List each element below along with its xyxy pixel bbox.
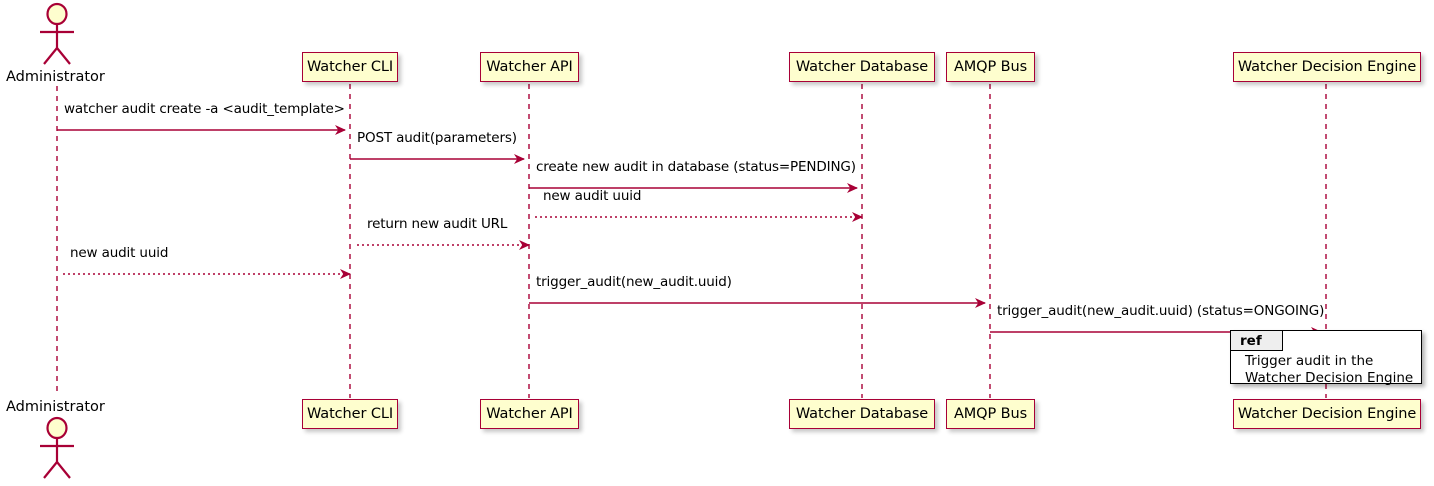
participant-watcher-api-top[interactable]: Watcher API: [480, 52, 579, 82]
actor-label-top: Administrator: [6, 69, 105, 85]
participant-watcher-database-top[interactable]: Watcher Database: [789, 52, 935, 82]
message-label-6: trigger_audit(new_audit.uuid): [536, 274, 732, 290]
participant-amqp-bus-bottom[interactable]: AMQP Bus: [946, 399, 1035, 429]
participant-watcher-api-bottom[interactable]: Watcher API: [480, 399, 579, 429]
actor-figure-top: [40, 2, 74, 65]
participant-watcher-decision-engine-bottom[interactable]: Watcher Decision Engine: [1233, 399, 1421, 429]
message-label-5: new audit uuid: [70, 245, 169, 261]
message-label-1: POST audit(parameters): [357, 130, 517, 146]
participant-watcher-decision-engine-top[interactable]: Watcher Decision Engine: [1233, 52, 1421, 82]
actor-figure-bottom: [40, 416, 74, 479]
message-label-3: new audit uuid: [543, 188, 642, 204]
message-label-7: trigger_audit(new_audit.uuid) (status=ON…: [997, 303, 1325, 319]
actor-label-bottom: Administrator: [6, 399, 105, 415]
participant-watcher-database-bottom[interactable]: Watcher Database: [789, 399, 935, 429]
participant-amqp-bus-top[interactable]: AMQP Bus: [946, 52, 1035, 82]
message-label-4: return new audit URL: [367, 216, 508, 232]
ref-fragment-tab: [1231, 331, 1283, 351]
ref-fragment-line-1: Trigger audit in the: [1245, 353, 1374, 369]
ref-fragment-tab-label: ref: [1240, 333, 1262, 349]
message-label-2: create new audit in database (status=PEN…: [536, 159, 856, 175]
participant-watcher-cli-bottom[interactable]: Watcher CLI: [302, 399, 398, 429]
message-label-0: watcher audit create -a <audit_template>: [64, 101, 345, 117]
ref-fragment-line-2: Watcher Decision Engine: [1245, 370, 1414, 386]
participant-watcher-cli-top[interactable]: Watcher CLI: [302, 52, 398, 82]
ref-fragment: ref Trigger audit in the Watcher Decisio…: [1230, 330, 1422, 386]
